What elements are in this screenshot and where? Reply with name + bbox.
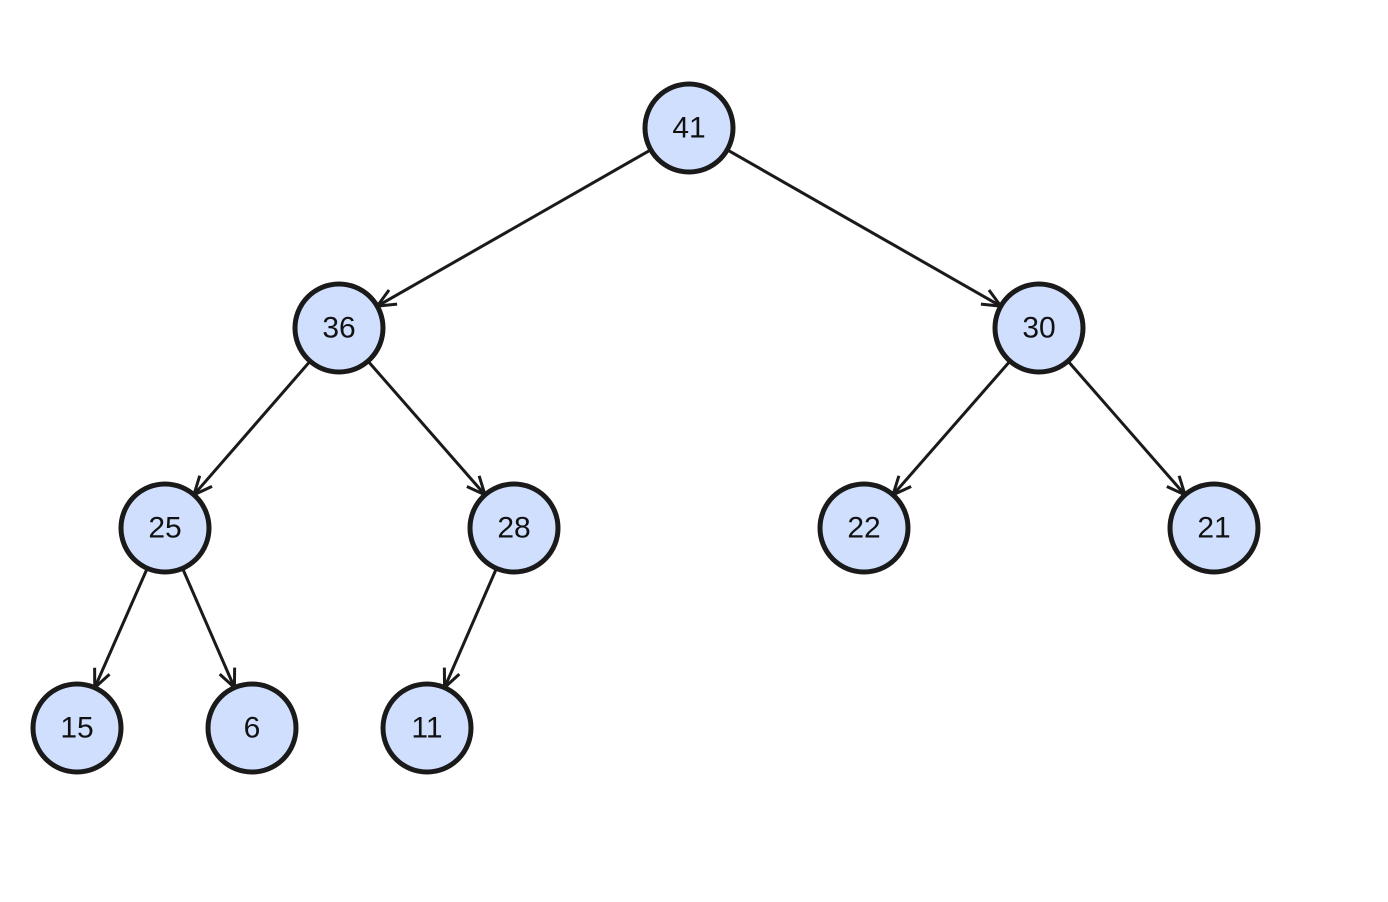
tree-node-36: 36	[292, 281, 386, 375]
node-label: 22	[847, 512, 880, 545]
node-circle	[380, 681, 474, 775]
node-circle	[292, 281, 386, 375]
edge-line	[443, 567, 498, 689]
edge-n30-n22	[890, 360, 1012, 498]
node-circle	[817, 481, 911, 575]
edge-n36-n28	[366, 360, 488, 498]
tree-node-41: 41	[642, 81, 736, 175]
edge-n25-n6	[181, 567, 237, 692]
edge-n41-n30	[726, 148, 1004, 308]
edge-line	[376, 148, 652, 308]
node-circle	[205, 681, 299, 775]
node-circle	[992, 281, 1086, 375]
node-label: 6	[244, 712, 261, 745]
edge-n36-n25	[191, 360, 312, 498]
tree-node-25: 25	[118, 481, 212, 575]
edge-line	[891, 360, 1012, 496]
edge-n30-n21	[1066, 360, 1188, 498]
node-label: 30	[1022, 312, 1055, 345]
edge-line	[726, 148, 1002, 308]
tree-node-28: 28	[467, 481, 561, 575]
tree-node-11: 11	[380, 681, 474, 775]
node-circle	[1167, 481, 1261, 575]
tree-node-22: 22	[817, 481, 911, 575]
node-label: 11	[411, 712, 442, 745]
node-circle	[642, 81, 736, 175]
node-label: 15	[60, 712, 93, 745]
tree-node-30: 30	[992, 281, 1086, 375]
node-label: 41	[672, 112, 705, 145]
edge-line	[192, 360, 312, 496]
edge-line	[366, 360, 487, 496]
node-label: 21	[1197, 512, 1230, 545]
node-label: 36	[322, 312, 355, 345]
edge-n28-n11	[442, 567, 498, 692]
node-label: 25	[148, 512, 181, 545]
edge-line	[93, 567, 149, 689]
edges-layer	[93, 148, 1188, 692]
edge-line	[1066, 360, 1187, 496]
node-circle	[30, 681, 124, 775]
tree-node-21: 21	[1167, 481, 1261, 575]
node-label: 28	[497, 512, 530, 545]
tree-node-15: 15	[30, 681, 124, 775]
edge-line	[181, 567, 236, 689]
edge-n25-n15	[93, 567, 149, 692]
tree-node-6: 6	[205, 681, 299, 775]
nodes-layer: 41 36 30 25 28 22 21 15 6 11	[30, 81, 1261, 775]
edge-n41-n36	[374, 148, 652, 308]
node-circle	[467, 481, 561, 575]
node-circle	[118, 481, 212, 575]
